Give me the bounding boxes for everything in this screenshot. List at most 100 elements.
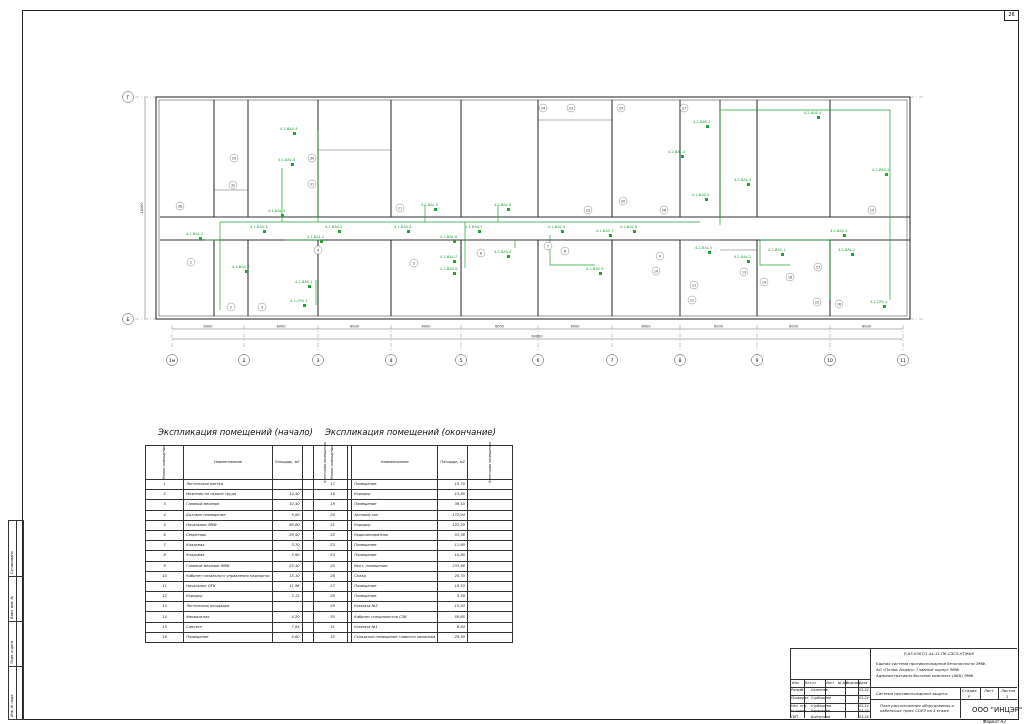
room-number: 29 [232,156,236,160]
cell-name: Секретарь [183,529,273,542]
cell-area: 59,65 [437,611,468,623]
cell-category [466,540,514,552]
device-d12: 4.1.BAS.6 [394,225,412,233]
device-marker [199,237,202,240]
room-number-bubble [759,277,769,287]
cell-n: 13 [144,601,185,613]
cell-name: Лестничная площадка [183,601,273,613]
room-number: 22 [569,106,573,110]
cell-n: 17 [312,478,353,491]
cell-area: 6,84 [437,621,468,633]
total-dimension: 60000 [531,335,542,339]
device-label: 4.2.BAS.4 [804,111,822,115]
sheets-value: 1 [1006,694,1009,699]
tb-name: Червякова [811,709,830,713]
device-marker [434,208,437,211]
cable-route [720,109,891,300]
room-number-bubble [543,241,553,251]
device-marker [407,230,410,233]
cell-n: 22 [312,529,353,542]
cable-route [759,240,790,266]
device-label: 4.2.BAL.6 [620,225,638,229]
axis-label: 7 [611,358,614,364]
device-marker [245,270,248,273]
room-number: 4 [317,248,319,252]
device-label: 4.2.BAS.5 [830,229,848,233]
tb-date: 03.24 [859,714,869,719]
cell-name: Комната №2 [351,601,439,613]
axis-label: 2 [243,358,246,364]
device-d29: 4.2.BAS.2 [872,168,890,176]
cell-name: Склад [351,570,439,582]
device-label: 4.1.BAS.8 [440,267,458,271]
device-marker [708,251,711,254]
cell-category [466,550,514,562]
cell-name: Коридор [351,519,439,531]
device-marker [599,272,602,275]
device-d9: 4.1.BAS.1 [295,280,313,288]
room-number: 26 [662,208,666,212]
axis-bubble [122,313,134,325]
title-block: Р-АЗ-0307/1-44-11-ПК-СЗСЗ-НТЖ08 Единая с… [790,648,1022,719]
dimension-label: 6000 [789,325,798,329]
cell-n: 28 [312,591,353,603]
room-number: 15 [815,300,819,304]
cell-n: 8 [144,550,185,562]
col-category: Категория помещения [466,442,514,483]
cell-area: 5,60 [271,631,303,644]
room-number: 19 [870,208,874,212]
cell-area: 5,39 [437,591,468,603]
sheets-header: Листов [1001,688,1016,693]
room-number: 21 [398,206,402,210]
room-number: 2 [230,305,232,309]
device-label: 4.2.BAL.8 [494,203,512,207]
dimension-label: 6000 [571,325,580,329]
device-label: 4.2.BAL.5 [695,246,712,250]
tb-date: 03.24 [859,688,869,692]
device-label: 4.2.BAS.6 [692,193,710,197]
room-number: 16 [837,302,841,306]
cell-n: 19 [312,499,353,511]
cell-name: Начальник ЭМФ [183,519,273,531]
device-label: 4.1.BAS.3 [250,225,268,229]
device-label: 4.2.BAL.9 [548,225,566,229]
device-d8: 4.1.BAS.2 [232,265,250,273]
dimension-label: 6000 [422,325,431,329]
cell-name: Кабинет начального управления надзорнос [183,570,273,582]
cell-category [466,560,514,572]
cell-name: Умывальная [183,611,273,623]
room-number-bubble [307,153,317,163]
cell-area: 29,50 [271,529,303,542]
outer-wall-inner [158,99,908,317]
col-name: Наименование [183,445,273,480]
tb-header-cell: Лист [826,681,835,685]
cell-name: Помещение [351,591,439,603]
axis-bubble [122,91,134,103]
device-label: 4.2.BAS.9 [586,267,604,271]
stage-header: Стадия [962,688,977,693]
room-number: 31 [310,182,314,186]
room-number: 14 [762,280,766,284]
device-d6: 4.1.BAS.5 [325,225,343,233]
room-number: 18 [788,275,792,279]
cell-name: Лестничная клетка [183,478,273,491]
cell-area: 3,70 [271,540,303,552]
device-d4: 4.1.BAL.1 [186,232,203,240]
device-marker [851,253,854,256]
axis-label: 1м [169,358,175,364]
room-number-bubble [785,272,795,282]
cell-area: 7,84 [271,621,303,633]
col-name: Наименование [351,445,439,480]
cell-area: 3,12 [271,591,303,603]
room-number-bubble [229,153,239,163]
device-d26: 4.2.BAS.6 [692,193,710,201]
axis-bubble [606,354,618,366]
cell-category [466,570,514,582]
device-label: 4.2.CPU.2 [870,300,888,304]
